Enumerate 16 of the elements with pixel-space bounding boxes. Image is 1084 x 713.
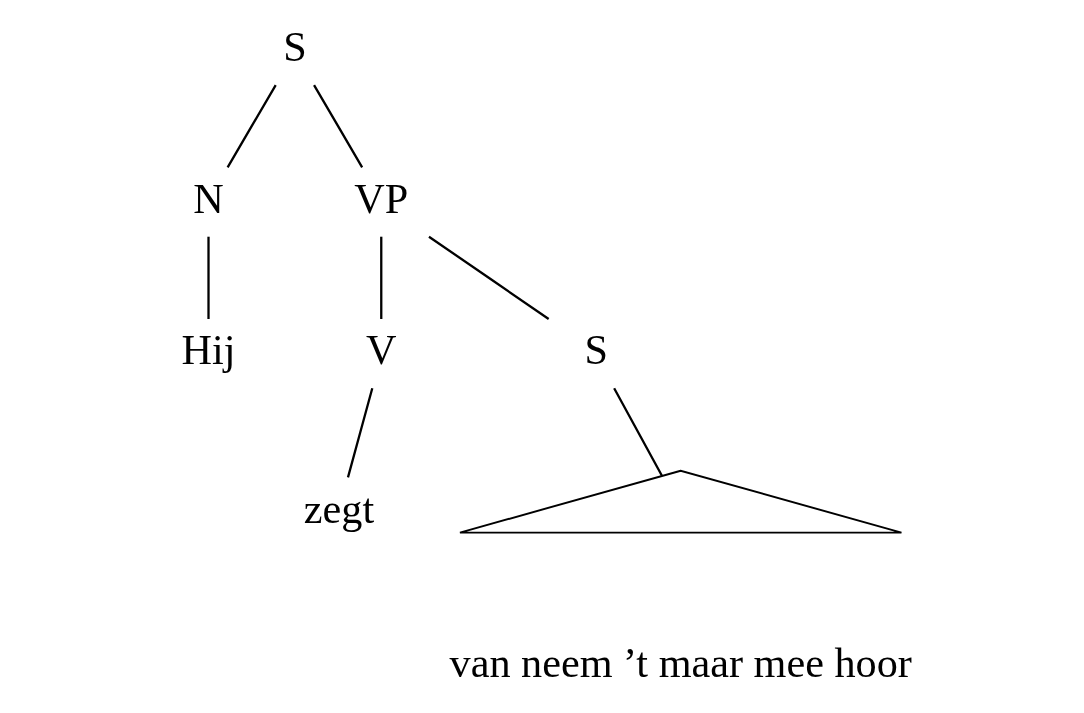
connector [206,236,210,319]
connector [346,388,373,478]
connector [379,236,382,319]
connector [612,387,663,477]
connector [427,235,549,320]
connector [226,84,277,168]
node-text: S [282,23,307,71]
connector [312,84,363,168]
node-text: zegt [303,484,374,532]
node-text: N [192,174,224,222]
node-text: S [584,326,608,374]
node-triangle [458,469,902,534]
node-label: van neem ’t maar mee hoor [449,639,912,687]
node-text: VP [353,174,408,222]
node-text: V [365,326,397,374]
node-text: Hij [181,326,235,374]
